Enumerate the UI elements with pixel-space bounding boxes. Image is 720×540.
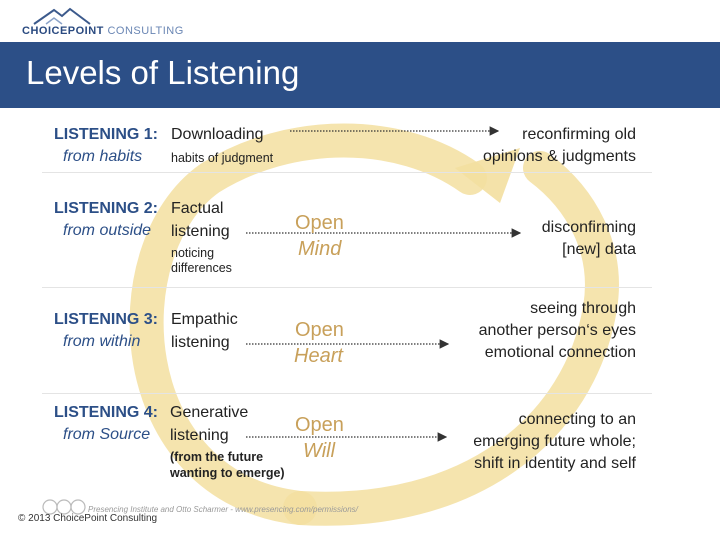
level-3-outcome-line-2: another person‘s eyes — [478, 322, 636, 339]
row-divider — [42, 393, 652, 394]
company-logo: CHOICEPOINT CONSULTING — [14, 4, 186, 40]
level-4-open-word: Open — [295, 414, 344, 436]
level-4-outcome-line-3: shift in identity and self — [474, 455, 636, 472]
level-1-label: LISTENING 1: — [54, 126, 159, 143]
logo-brand-light: CONSULTING — [107, 25, 184, 37]
logo-brand-bold: CHOICEPOINT — [22, 25, 104, 37]
level-3-label: LISTENING 3: — [54, 311, 159, 328]
level-1-note: habits of judgment — [171, 151, 274, 165]
level-3-mode: Empathic — [171, 311, 238, 328]
level-2-mode: Factual — [171, 200, 224, 217]
row-divider — [42, 172, 652, 173]
row-divider — [42, 287, 652, 288]
cycle-arc-graphic — [129, 123, 619, 526]
level-3-outcome-line-1: seeing through — [530, 300, 636, 317]
level-4-outcome-line-1: connecting to an — [518, 411, 636, 428]
level-4-mode-line-2: listening — [170, 427, 229, 444]
level-2-outcome-line-2: [new] data — [562, 241, 636, 258]
level-4-open-target: Will — [303, 440, 336, 462]
mountain-logo-icon — [33, 7, 91, 25]
level-4-label: LISTENING 4: — [54, 404, 159, 421]
level-1-mode: Downloading — [171, 126, 264, 143]
logo-wordmark: CHOICEPOINT CONSULTING — [22, 25, 184, 37]
creative-commons-icon — [42, 499, 86, 515]
level-2-open-target: Mind — [298, 238, 342, 260]
level-1-source: from habits — [63, 148, 143, 165]
source-credit: Presencing Institute and Otto Scharmer -… — [88, 505, 358, 514]
level-2-source: from outside — [63, 222, 152, 239]
page-title: Levels of Listening — [26, 54, 300, 91]
level-3-open-target: Heart — [294, 345, 343, 367]
level-2-label: LISTENING 2: — [54, 200, 159, 217]
level-4-note-line-2: wanting to emerge) — [170, 466, 285, 480]
level-4-note-line-1: (from the future — [170, 450, 264, 464]
level-1-outcome-line-1: reconfirming old — [522, 126, 636, 143]
level-4-outcome-line-2: emerging future whole; — [473, 433, 636, 450]
level-2-mode-line-2: listening — [171, 223, 230, 240]
copyright-text: © 2013 ChoicePoint Consulting — [18, 513, 158, 524]
title-bar: Levels of Listening — [0, 42, 720, 108]
level-3-source: from within — [63, 333, 141, 350]
level-3-open-word: Open — [295, 319, 344, 341]
level-4-source: from Source — [63, 426, 151, 443]
level-2-note-line-2: differences — [171, 261, 232, 275]
level-2-open-word: Open — [295, 212, 344, 234]
level-2-outcome-line-1: disconfirming — [541, 219, 636, 236]
level-4-mode: Generative — [170, 404, 249, 421]
level-1-outcome-line-2: opinions & judgments — [483, 148, 636, 165]
level-2-note-line-1: noticing — [171, 246, 215, 260]
level-3-outcome-line-3: emotional connection — [484, 344, 636, 361]
level-3-mode-line-2: listening — [171, 334, 230, 351]
